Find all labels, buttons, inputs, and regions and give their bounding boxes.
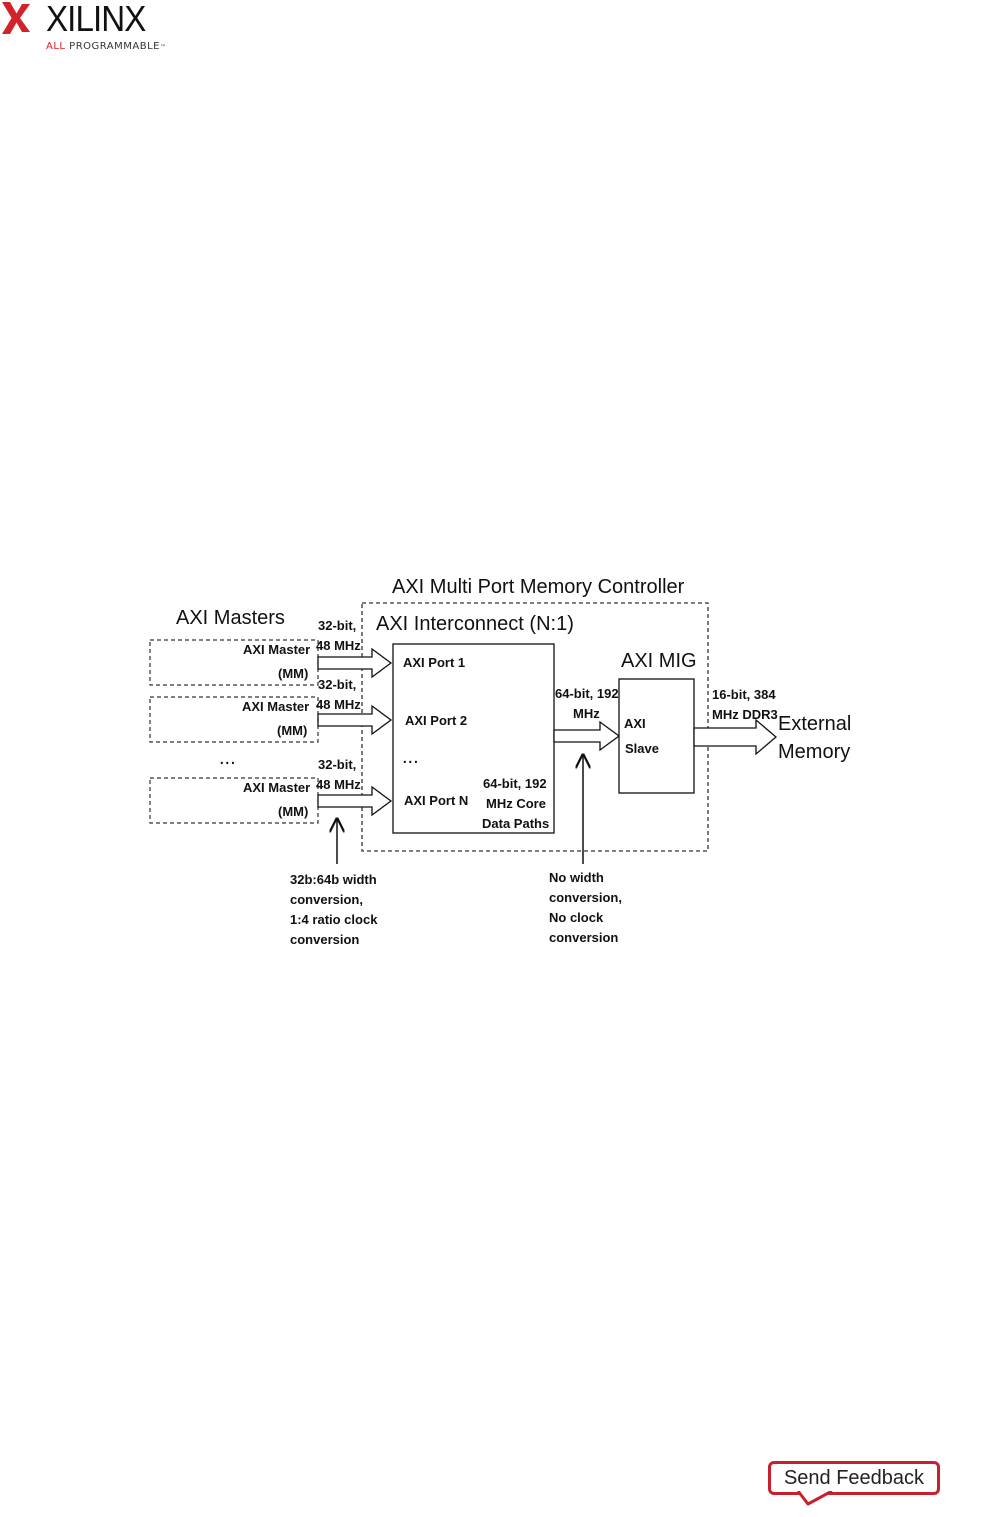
master-type: (MM) (278, 666, 308, 681)
feedback-bubble-tail-icon (796, 1491, 833, 1506)
left-note-line: 1:4 ratio clock (290, 912, 378, 927)
left-note-line: conversion (290, 932, 359, 947)
logo-wordmark: XILINX (46, 0, 146, 39)
mig-link-arrow (553, 720, 621, 752)
left-note-line: 32b:64b width (290, 872, 377, 887)
mig-link-label: 64-bit, 192 (555, 686, 619, 701)
interconnect-title: AXI Interconnect (N:1) (376, 613, 574, 635)
port-label: AXI Port 1 (403, 655, 465, 670)
right-note-line: No clock (549, 910, 604, 925)
port-label: AXI Port N (404, 793, 468, 808)
core-paths-line: 64-bit, 192 (483, 776, 547, 791)
tagline-highlight: ALL (46, 41, 66, 52)
link-clock-label: 48 MHz (316, 638, 361, 653)
port-label: AXI Port 2 (405, 713, 467, 728)
tagline-rest: PROGRAMMABLE (65, 41, 160, 52)
core-paths-line: Data Paths (482, 816, 549, 831)
controller-title: AXI Multi Port Memory Controller (392, 576, 685, 598)
mig-slave-line: Slave (625, 741, 659, 756)
xilinx-x-icon (2, 2, 30, 34)
right-note-line: conversion, (549, 890, 622, 905)
master-label: AXI Master (242, 699, 309, 714)
tagline-mark: ™ (160, 44, 167, 51)
link-width-label: 32-bit, (318, 677, 356, 692)
external-memory-label: External (778, 713, 851, 735)
left-note-line: conversion, (290, 892, 363, 907)
masters-title: AXI Masters (176, 607, 285, 629)
core-paths-line: MHz Core (486, 796, 546, 811)
master-link-arrow (317, 647, 393, 679)
ddr-link-label: 16-bit, 384 (712, 687, 776, 702)
master-type: (MM) (278, 804, 308, 819)
link-clock-label: 48 MHz (316, 777, 361, 792)
logo-tagline: ALL PROGRAMMABLE™ (46, 41, 167, 52)
mig-slave-line: AXI (624, 716, 646, 731)
link-width-label: 32-bit, (318, 757, 356, 772)
right-note-line: No width (549, 870, 604, 885)
mig-title: AXI MIG (621, 650, 697, 672)
master-label: AXI Master (243, 780, 310, 795)
controller-boundary (361, 602, 709, 852)
ddr-link-arrow (693, 718, 778, 756)
masters-ellipsis: ... (219, 747, 236, 769)
ports-ellipsis: ... (402, 746, 419, 768)
master-link-arrow (317, 785, 393, 817)
external-memory-label: Memory (778, 741, 850, 763)
xilinx-logo: XILINX ALL PROGRAMMABLE™ (0, 0, 200, 60)
send-feedback-label: Send Feedback (783, 1466, 925, 1489)
master-label: AXI Master (243, 642, 310, 657)
interconnect-ports-box (392, 643, 555, 834)
link-clock-label: 48 MHz (316, 697, 361, 712)
mig-link-label: MHz (573, 706, 600, 721)
master-link-arrow (317, 704, 393, 736)
right-note-line: conversion (549, 930, 618, 945)
mig-box (618, 678, 695, 794)
master-type: (MM) (277, 723, 307, 738)
send-feedback-button[interactable]: Send Feedback (768, 1461, 940, 1495)
link-width-label: 32-bit, (318, 618, 356, 633)
ddr-link-label: MHz DDR3 (712, 707, 778, 722)
